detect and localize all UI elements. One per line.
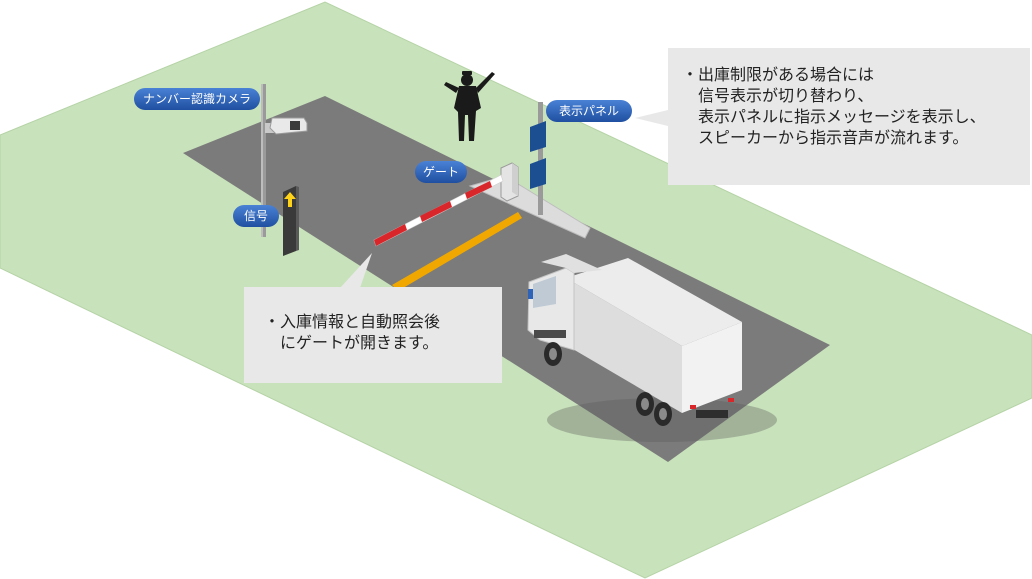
- traffic-signal-icon: [283, 186, 299, 256]
- gate-arm: [373, 174, 504, 247]
- display-panel-upper: [530, 121, 546, 152]
- signal-label: 信号: [233, 205, 279, 227]
- svg-text:信号: 信号: [244, 209, 268, 223]
- attendant-silhouette: [444, 71, 495, 141]
- entry-info-note: ・入庫情報と自動照会後 にゲートが開きます。: [244, 287, 502, 383]
- exit-restriction-note: ・出庫制限がある場合には 信号表示が切り替わり、 表示パネルに指示メッセージを表…: [668, 48, 1030, 185]
- license-camera-icon: [265, 117, 308, 135]
- note-line: スピーカーから指示音声が流れます。: [682, 128, 969, 147]
- note-line: 信号表示が切り替わり、: [682, 86, 874, 105]
- display-panel-lower: [530, 158, 546, 189]
- svg-text:ナンバー認識カメラ: ナンバー認識カメラ: [143, 91, 251, 106]
- entry-note-pointer: [340, 253, 372, 288]
- truck-icon: [527, 254, 777, 442]
- svg-text:ゲート: ゲート: [423, 165, 459, 179]
- note-line: にゲートが開きます。: [264, 333, 439, 352]
- panel-label: 表示パネル: [546, 100, 632, 122]
- svg-text:表示パネル: 表示パネル: [559, 104, 619, 118]
- display-panel-pole: [530, 102, 546, 215]
- arrow-up-icon: [284, 192, 296, 207]
- note-line: ・出庫制限がある場合には: [682, 65, 875, 84]
- camera-pole: [261, 84, 266, 237]
- yellow-stop-line: [392, 212, 522, 291]
- note-line: 表示パネルに指示メッセージを表示し、: [682, 107, 986, 126]
- note-line: ・入庫情報と自動照会後: [264, 312, 441, 331]
- camera-label: ナンバー認識カメラ: [134, 88, 260, 110]
- gate-label: ゲート: [415, 161, 467, 183]
- gate-barrier-unit: [500, 162, 519, 202]
- exit-note-pointer: [635, 110, 668, 126]
